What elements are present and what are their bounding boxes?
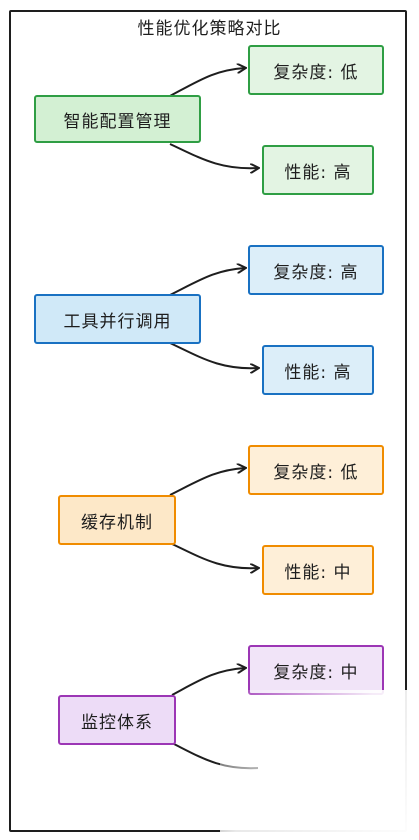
strategy-node-4: 监控体系 — [58, 695, 176, 745]
arrow-3-performance — [169, 542, 258, 568]
diagram-title: 性能优化策略对比 — [137, 19, 282, 39]
arrow-1-performance — [169, 143, 258, 168]
complexity-node-2: 复杂度: 高 — [248, 245, 384, 295]
strategy-node-3: 缓存机制 — [58, 495, 176, 545]
performance-node-1: 性能: 高 — [262, 145, 374, 195]
complexity-node-1: 复杂度: 低 — [248, 45, 384, 95]
complexity-node-3: 复杂度: 低 — [248, 445, 384, 495]
strategy-node-1: 智能配置管理 — [34, 95, 201, 143]
arrow-3-complexity — [169, 468, 245, 496]
arrow-2-complexity — [169, 268, 245, 296]
performance-node-2: 性能: 高 — [262, 345, 374, 395]
diagram-frame — [9, 10, 407, 832]
arrow-4-complexity — [171, 668, 245, 696]
arrow-2-performance — [169, 342, 258, 368]
arrow-1-complexity — [169, 68, 245, 97]
strategy-node-2: 工具并行调用 — [34, 294, 201, 344]
complexity-node-4: 复杂度: 中 — [248, 645, 384, 695]
bottom-right-fade — [220, 690, 419, 840]
performance-node-3: 性能: 中 — [262, 545, 374, 595]
